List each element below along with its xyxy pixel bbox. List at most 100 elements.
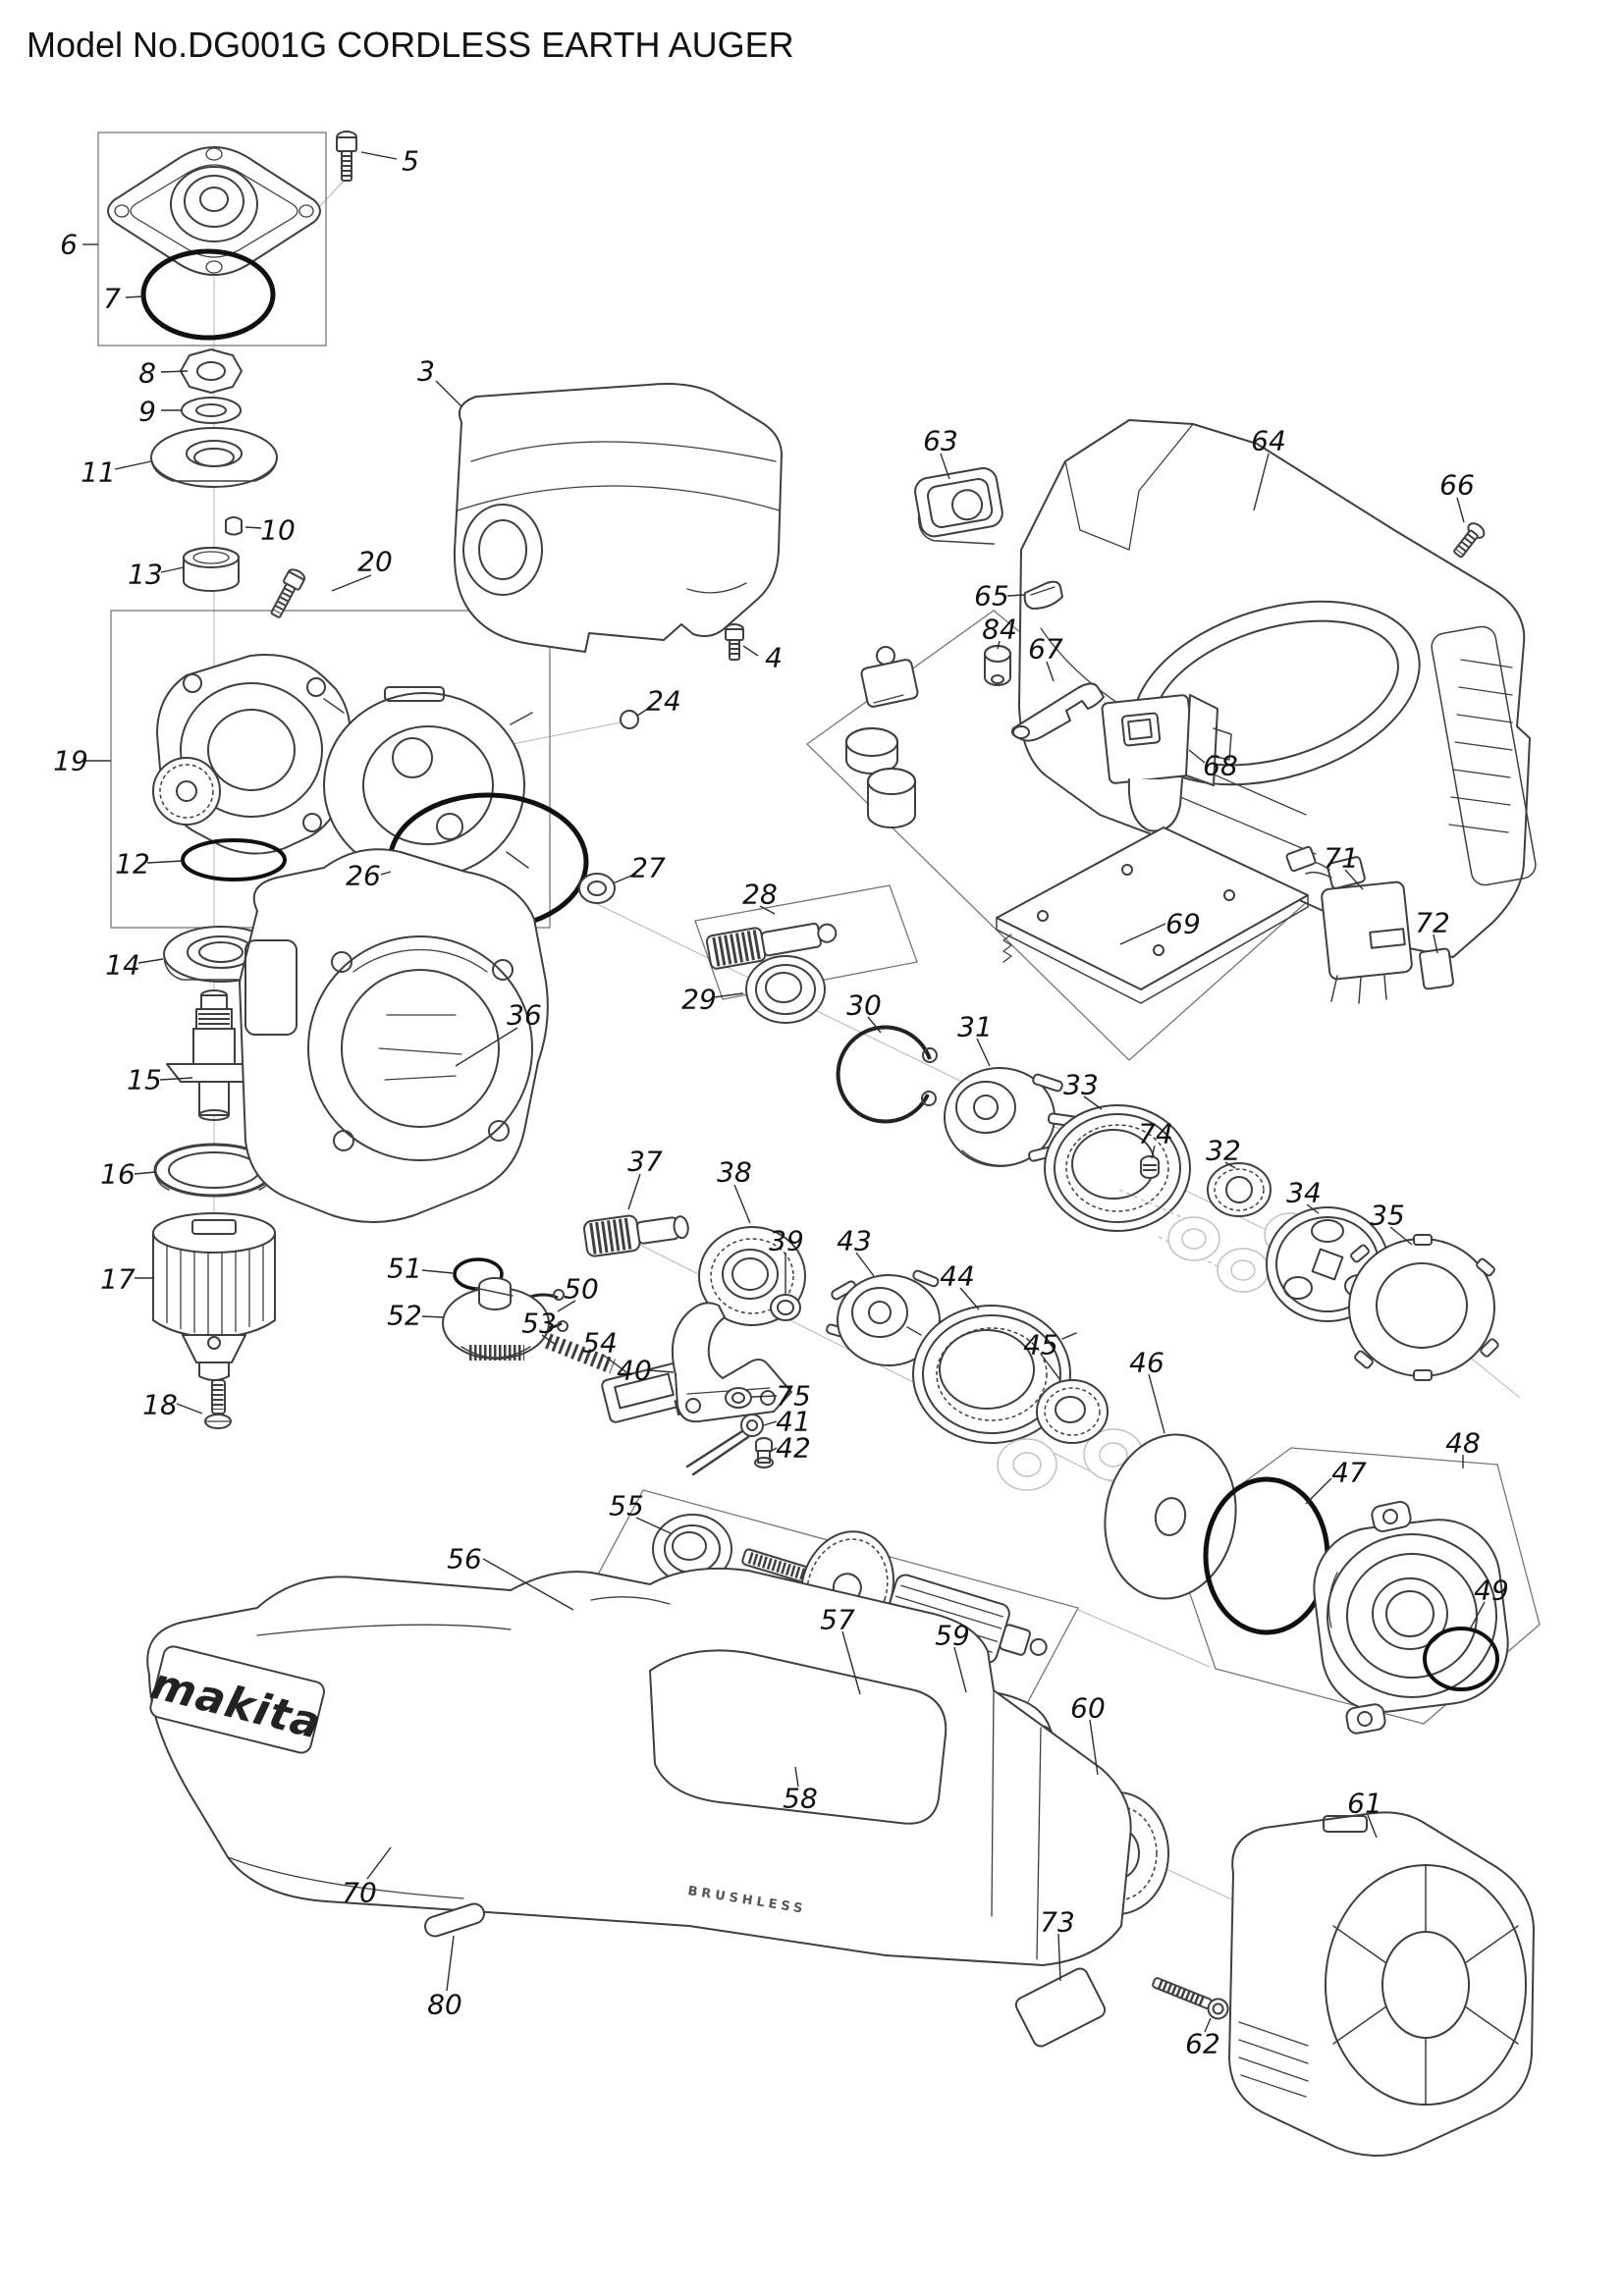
part-36-motor-housing-front-drawing [239, 848, 549, 1223]
part-61-motor-housing-drawing [1228, 1811, 1535, 2157]
part-number-label-6: 6 [60, 229, 78, 261]
part-number-label-33: 33 [1063, 1069, 1099, 1101]
part-number-label-42: 42 [776, 1432, 811, 1465]
leader-line-43 [855, 1252, 875, 1277]
part-number-label-43: 43 [837, 1225, 872, 1257]
leader-line-73 [1057, 1933, 1061, 1982]
leader-line-5 [360, 151, 398, 160]
part-74-pin-drawing [1140, 1155, 1160, 1179]
part-number-label-74: 74 [1138, 1118, 1173, 1150]
leader-line-27 [612, 873, 637, 884]
part-84-pin-drawing [984, 645, 1011, 686]
part-number-label-8: 8 [138, 357, 156, 390]
leader-line-64 [1253, 453, 1270, 511]
leader-line-35 [1389, 1226, 1413, 1246]
part-number-label-18: 18 [142, 1389, 178, 1421]
part-number-label-37: 37 [627, 1146, 663, 1178]
leader-line-47 [1305, 1477, 1332, 1505]
leader-line-32 [1224, 1161, 1236, 1169]
leader-line-54 [602, 1354, 627, 1373]
part-number-label-7: 7 [103, 283, 121, 315]
leader-line-31 [976, 1038, 991, 1067]
part-number-label-47: 47 [1331, 1457, 1367, 1489]
part-number-label-58: 58 [783, 1783, 818, 1815]
leader-line-30 [867, 1016, 882, 1034]
part-number-label-61: 61 [1347, 1788, 1382, 1820]
part-number-label-68: 68 [1203, 750, 1238, 782]
leader-line-42 [771, 1447, 778, 1452]
leader-line-28 [759, 905, 776, 915]
part-number-label-70: 70 [342, 1877, 377, 1909]
leader-line-56 [482, 1558, 574, 1611]
part-55-bearing-drawing [652, 1514, 732, 1584]
part-72-sticker-drawing [1419, 947, 1454, 990]
part-52-cam-drawing [442, 1277, 550, 1361]
part-number-label-84: 84 [982, 614, 1017, 646]
part-70-handle-housing-drawing: makita BRUSHLESS [146, 1567, 1132, 1966]
part-number-label-13: 13 [128, 559, 163, 591]
part-number-label-10: 10 [260, 514, 296, 547]
part-number-label-17: 17 [100, 1263, 135, 1296]
part-number-label-39: 39 [769, 1225, 804, 1257]
part-11-disc-drawing [150, 427, 278, 488]
leader-line-13 [160, 566, 185, 573]
part-number-label-66: 66 [1439, 469, 1475, 502]
leader-line-44 [959, 1287, 980, 1310]
part-number-label-9: 9 [138, 396, 156, 428]
part-number-label-32: 32 [1206, 1135, 1241, 1167]
part-5-screw-drawing [336, 131, 357, 182]
part-number-label-41: 41 [776, 1406, 811, 1438]
part-number-label-15: 15 [127, 1064, 162, 1096]
leader-line-37 [627, 1173, 641, 1210]
part-number-label-55: 55 [609, 1490, 644, 1522]
part-3-housing-cover-drawing [453, 383, 783, 653]
part-number-label-34: 34 [1286, 1177, 1322, 1209]
part-number-label-30: 30 [846, 989, 882, 1022]
part-number-label-67: 67 [1028, 633, 1063, 666]
part-12-oring-drawing [181, 838, 287, 881]
part-number-label-19: 19 [53, 745, 88, 777]
part-number-label-60: 60 [1070, 1692, 1106, 1725]
part-41-pin-set-drawing [685, 1414, 764, 1476]
part-number-label-63: 63 [923, 425, 958, 457]
part-28-spindle-drawing [705, 922, 838, 970]
leader-line-11 [114, 460, 152, 470]
part-63-switch-cap-drawing [914, 467, 1003, 545]
part-67-lock-lever-drawing [1010, 682, 1105, 742]
leader-line-4 [742, 645, 759, 657]
part-number-label-29: 29 [681, 984, 717, 1016]
leader-line-66 [1456, 497, 1465, 523]
page-title: Model No.DG001G CORDLESS EARTH AUGER [27, 25, 794, 65]
leader-line-72 [1433, 934, 1438, 954]
part-29-bearing-drawing [745, 955, 826, 1024]
part-45-needle-bearing-drawing [997, 1379, 1144, 1491]
part-46-plate-drawing [1104, 1433, 1237, 1600]
leader-line-38 [733, 1184, 751, 1224]
part-66-screw-drawing [1453, 522, 1486, 559]
part-80-label-drawing [424, 1902, 485, 1938]
part-number-label-26: 26 [346, 860, 381, 892]
leader-line-15 [159, 1077, 193, 1081]
part-number-label-64: 64 [1251, 425, 1286, 457]
leader-line-50 [557, 1300, 576, 1312]
part-33-ring-gear-drawing [1044, 1104, 1191, 1232]
part-8-nut-drawing [180, 348, 243, 394]
part-number-label-71: 71 [1324, 842, 1359, 875]
leader-line-10 [244, 526, 262, 529]
part-number-label-40: 40 [617, 1355, 652, 1387]
leader-line-61 [1367, 1814, 1378, 1839]
part-number-label-59: 59 [935, 1620, 970, 1652]
leader-line-60 [1089, 1719, 1099, 1776]
part-69-controller-base-drawing [996, 827, 1309, 1004]
part-number-label-53: 53 [521, 1308, 557, 1340]
part-number-label-4: 4 [765, 642, 783, 674]
part-44-ring-gear-drawing [906, 1305, 1077, 1444]
part-number-label-75: 75 [776, 1380, 811, 1413]
leader-line-7 [125, 295, 144, 298]
group-box-28 [694, 884, 918, 1000]
part-17-chuck-drawing [152, 1212, 276, 1381]
part-30-snap-ring-drawing [836, 1025, 938, 1124]
leader-line-53 [541, 1334, 557, 1346]
leader-line-69 [1119, 923, 1166, 945]
part-number-label-5: 5 [402, 145, 419, 178]
